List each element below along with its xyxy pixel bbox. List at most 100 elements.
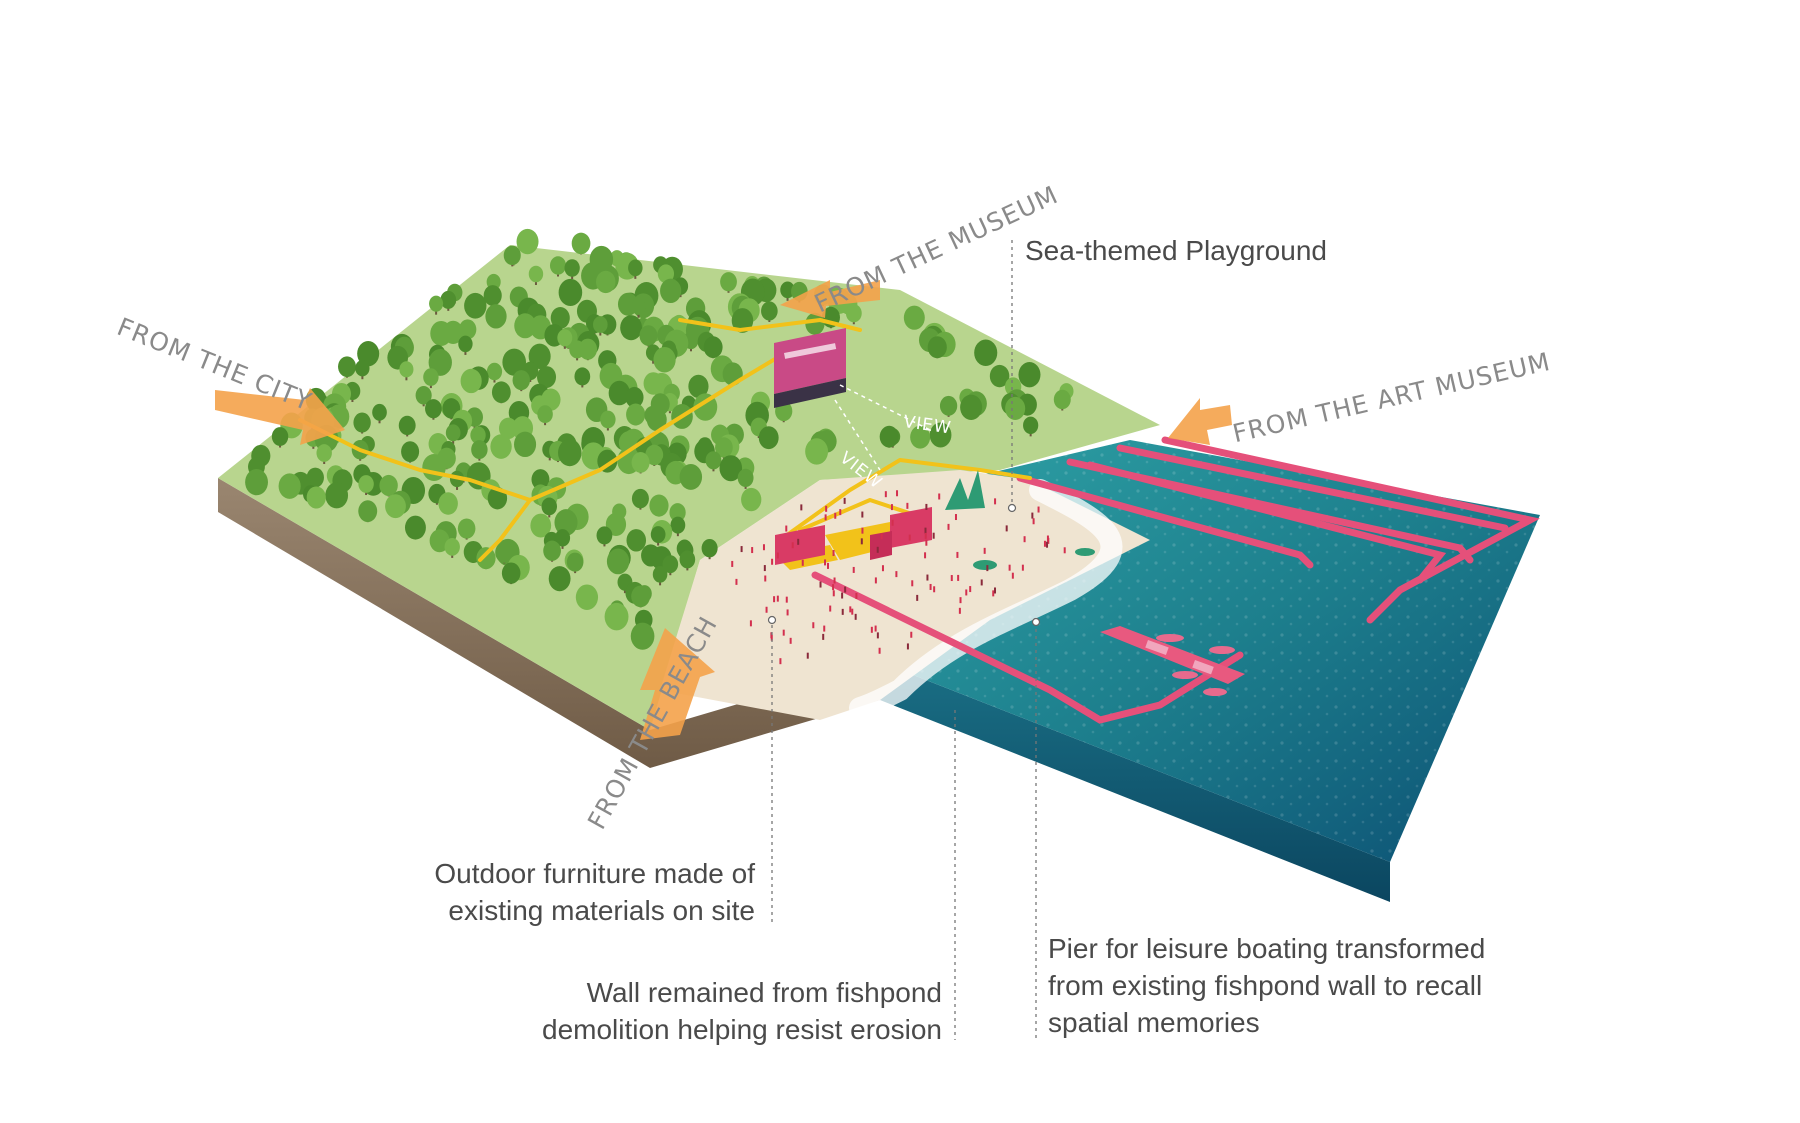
tree [679, 550, 696, 571]
tree [512, 370, 530, 392]
kiosk-buildings [775, 507, 932, 565]
visitor [969, 586, 972, 593]
beach-visitors [731, 490, 1066, 665]
visitor [980, 579, 983, 586]
visitor [785, 525, 788, 532]
tree [1023, 416, 1039, 437]
visitor [925, 503, 928, 510]
leader-lines [771, 240, 1037, 1040]
tree [628, 259, 643, 279]
annotation-playground: Sea-themed Playground [1025, 235, 1327, 266]
visitor [881, 565, 884, 572]
visitor [986, 565, 989, 572]
visitor [800, 504, 803, 511]
visitor [852, 566, 855, 573]
tree [549, 256, 567, 277]
tree [879, 425, 899, 448]
tree [558, 439, 582, 467]
visitor [924, 532, 927, 539]
visitor [786, 609, 789, 616]
tree [501, 562, 521, 585]
visitor [823, 625, 826, 632]
tree [631, 298, 646, 318]
tree [358, 500, 378, 523]
tree [653, 346, 676, 373]
visitor [1043, 540, 1046, 547]
visitor [861, 511, 864, 518]
tree [719, 455, 743, 482]
visitor [1021, 564, 1024, 571]
visitor [832, 590, 835, 597]
tree [460, 368, 482, 394]
tree [701, 538, 718, 560]
tree [569, 340, 585, 361]
visitor [947, 523, 950, 530]
tree [660, 278, 682, 304]
visitor [819, 581, 822, 588]
visitor [932, 532, 935, 539]
tree [631, 585, 651, 608]
visitor [891, 519, 894, 526]
visitor [779, 658, 782, 665]
boats [1156, 634, 1235, 696]
visitor [926, 574, 929, 581]
tree [537, 405, 553, 426]
visitor [958, 607, 961, 614]
tree [649, 494, 669, 517]
visitor [763, 565, 766, 572]
visitor [834, 512, 837, 519]
visitor [832, 584, 835, 591]
visitor [880, 533, 883, 540]
tree [631, 488, 649, 510]
visitor [735, 578, 738, 585]
tree [476, 547, 496, 570]
visitor [771, 558, 774, 565]
tree [516, 228, 539, 255]
visitor [1008, 564, 1011, 571]
tree [438, 492, 458, 515]
tree [679, 464, 703, 490]
tree [422, 454, 446, 482]
visitor [841, 608, 844, 615]
tree [646, 408, 667, 432]
tree [575, 584, 599, 611]
visitor [1031, 512, 1034, 519]
tree [761, 301, 778, 322]
visitor [749, 620, 752, 627]
visitor [950, 575, 953, 582]
visitor [776, 552, 779, 559]
visitor [782, 629, 785, 636]
annotation-furniture: Outdoor furniture made of existing mater… [434, 858, 755, 926]
arrow-from-museum [780, 280, 880, 318]
tree [974, 339, 998, 367]
sea-edge [880, 662, 1390, 902]
visitor [890, 504, 893, 511]
annotation-wall: Wall remained from fishpond demolition h… [542, 977, 942, 1045]
visitor [824, 559, 827, 566]
tree [405, 515, 426, 540]
visitor [1011, 572, 1014, 579]
tree [557, 329, 573, 349]
tree [514, 431, 537, 458]
tree [566, 552, 584, 574]
tree [715, 437, 733, 459]
tree [608, 380, 630, 406]
tree [445, 424, 461, 444]
visitor [827, 562, 830, 569]
tree [805, 438, 829, 465]
visitor [797, 538, 800, 545]
visitor [933, 586, 936, 593]
tree [425, 399, 442, 420]
visitor [965, 589, 968, 596]
tree [429, 529, 450, 553]
tree [423, 368, 439, 389]
visitor [851, 608, 854, 615]
visitor [731, 560, 734, 567]
visitor [1037, 506, 1040, 513]
visitor [833, 577, 836, 584]
tree [428, 349, 452, 376]
tree [670, 516, 686, 537]
tree [440, 290, 457, 311]
tree [502, 348, 527, 376]
visitor [916, 594, 919, 601]
